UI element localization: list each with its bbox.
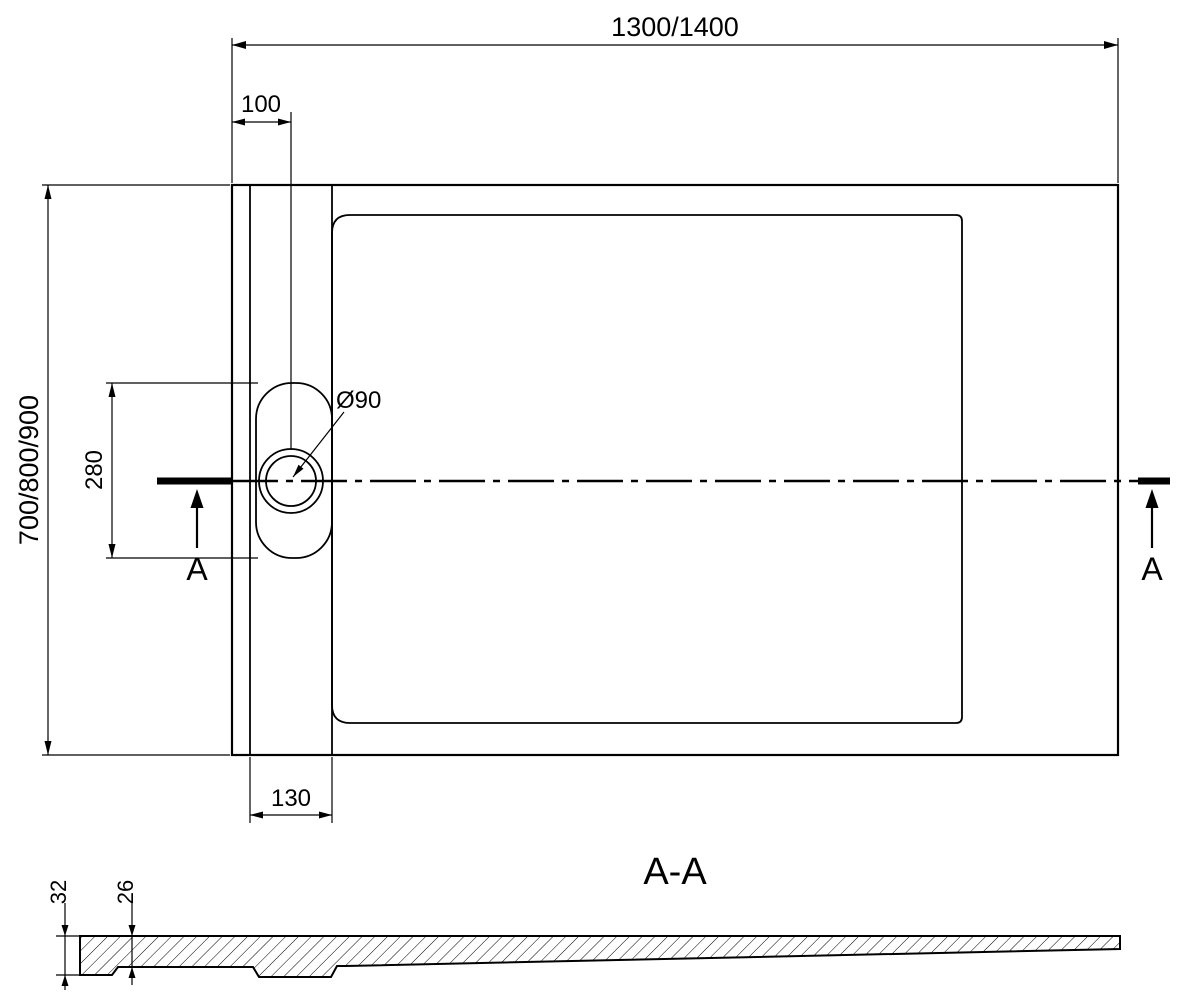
arrowhead (108, 544, 116, 558)
dim-text-floor-height: 26 (113, 880, 138, 904)
arrowhead (61, 975, 69, 986)
arrowhead (128, 967, 136, 978)
arrowhead (250, 811, 263, 819)
dim-drain-diameter: Ø90 (292, 387, 381, 478)
arrowhead (108, 383, 116, 397)
dim-overall-depth: 700/800/900 (14, 184, 230, 756)
section-letter-right: A (1141, 551, 1163, 587)
section-arrowhead-left (190, 489, 204, 508)
arrowhead (319, 811, 332, 819)
section-cut-line: A A (157, 477, 1170, 587)
dim-overall-width: 1300/1400 (231, 12, 1119, 183)
arrowhead (232, 41, 246, 49)
dim-text-channel-width: 130 (271, 785, 311, 812)
floor-outline (331, 214, 963, 724)
dim-text-edge-height: 32 (46, 880, 71, 904)
dim-channel-width: 130 (249, 757, 333, 823)
arrowhead (1104, 41, 1118, 49)
arrowhead (128, 925, 136, 936)
dim-text-drain-slot: 280 (81, 450, 108, 490)
section-profile (79, 935, 1121, 978)
arrowhead (232, 118, 245, 126)
section-title: A-A (643, 851, 707, 893)
section-view: A-A 32 26 (46, 851, 1121, 990)
leader-line (292, 411, 345, 478)
arrowhead (293, 464, 304, 477)
arrowhead (61, 925, 69, 936)
dim-text-overall-width: 1300/1400 (611, 12, 739, 42)
dim-drain-slot: 280 (81, 382, 258, 559)
dim-text-drain-diameter: Ø90 (336, 387, 381, 414)
dim-text-drain-offset: 100 (241, 91, 281, 118)
dim-section-floor-height: 26 (113, 880, 138, 985)
dim-section-edge-height: 32 (46, 880, 82, 990)
dim-text-overall-depth: 700/800/900 (14, 395, 44, 545)
section-arrowhead-right (1145, 489, 1159, 508)
top-view (230, 183, 1120, 757)
drain-slot (255, 382, 333, 559)
section-letter-left: A (186, 551, 208, 587)
tray-outline (230, 183, 1120, 757)
arrowhead (44, 185, 52, 199)
arrowhead (44, 741, 52, 755)
arrowhead (278, 118, 291, 126)
dim-drain-offset: 100 (232, 91, 292, 450)
dimensions: 1300/1400 100 700/800/900 280 (14, 12, 1119, 823)
